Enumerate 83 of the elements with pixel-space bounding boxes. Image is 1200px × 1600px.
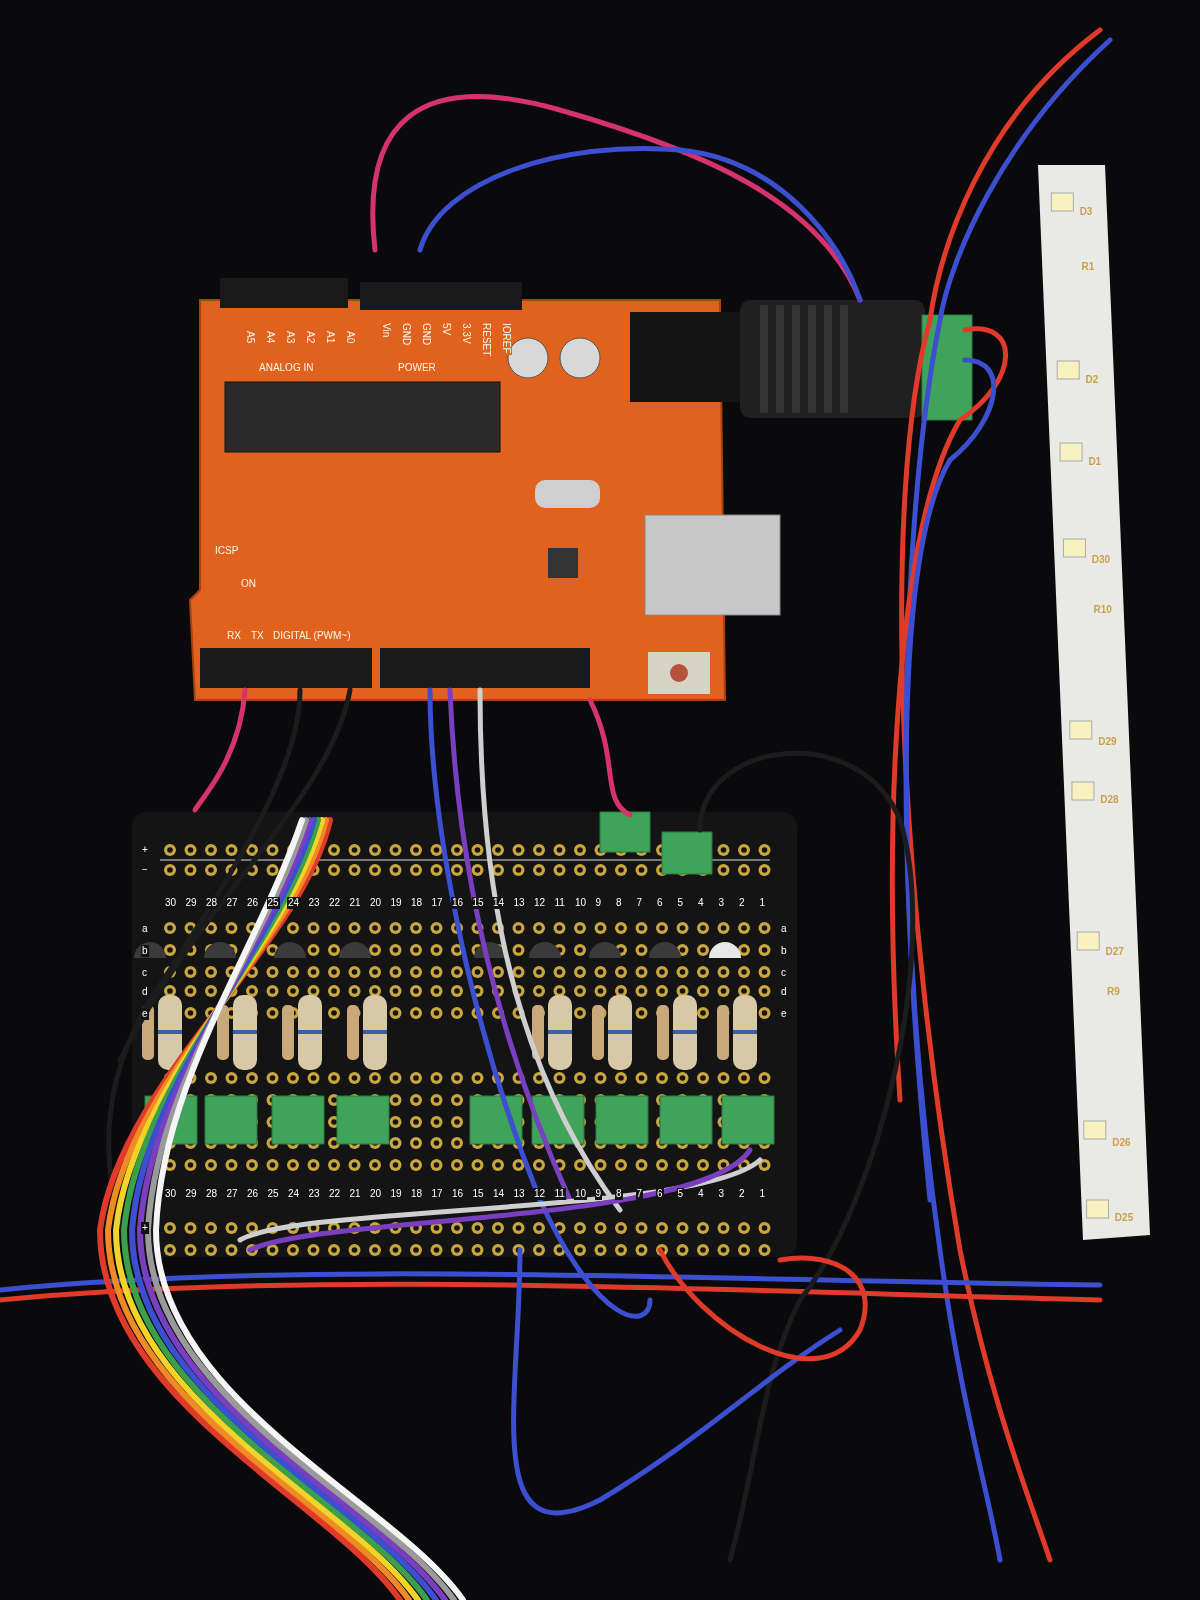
column-number: 26 — [246, 1188, 260, 1200]
pin-label: A4 — [264, 330, 276, 345]
row-letter: b — [141, 945, 149, 957]
column-number: 2 — [738, 897, 746, 909]
column-number: 10 — [574, 897, 588, 909]
column-number: 24 — [287, 897, 301, 909]
pin-label: 3.3V — [460, 322, 472, 345]
component-designator: R10 — [1093, 605, 1112, 615]
column-number: 20 — [369, 1188, 383, 1200]
component-designator: D27 — [1105, 947, 1124, 957]
column-number: 3 — [717, 897, 726, 909]
pin-label: Vin — [380, 322, 392, 339]
column-number: 6 — [656, 1188, 664, 1200]
row-letter: d — [141, 986, 149, 998]
component-designator: D28 — [1100, 795, 1119, 805]
column-number: 7 — [635, 1188, 644, 1200]
pin-label: A5 — [244, 330, 256, 345]
rail-sign: + — [141, 1222, 149, 1234]
component-designator: D25 — [1114, 1213, 1134, 1223]
column-number: 3 — [717, 1188, 726, 1200]
column-number: 28 — [205, 897, 219, 909]
column-number: 8 — [615, 897, 623, 909]
component-designator: R1 — [1081, 262, 1095, 272]
column-number: 4 — [697, 1188, 705, 1200]
pin-label: A2 — [304, 330, 316, 345]
row-letter: c — [141, 967, 148, 979]
component-designator: D29 — [1098, 737, 1117, 747]
column-number: 30 — [164, 897, 178, 909]
row-letter: e — [780, 1008, 788, 1020]
column-number: 8 — [615, 1188, 623, 1200]
row-letter: a — [780, 923, 788, 935]
pin-label: RESET — [480, 322, 492, 358]
column-number: 24 — [287, 1188, 301, 1200]
row-letter: b — [780, 945, 788, 957]
column-number: 30 — [164, 1188, 178, 1200]
column-number: 9 — [594, 897, 603, 909]
column-number: 4 — [697, 897, 705, 909]
column-number: 12 — [533, 897, 547, 909]
row-letter: a — [141, 923, 149, 935]
column-number: 1 — [758, 897, 767, 909]
row-letter: e — [141, 1008, 149, 1020]
column-number: 14 — [492, 897, 506, 909]
row-letter: c — [780, 967, 787, 979]
column-number: 20 — [369, 897, 383, 909]
component-designator: D30 — [1091, 555, 1111, 565]
pin-label: RX — [226, 630, 242, 642]
column-number: 10 — [574, 1188, 588, 1200]
column-number: 22 — [328, 897, 342, 909]
pin-label: A0 — [344, 330, 356, 345]
section-label: POWER — [397, 362, 437, 374]
pin-label: GND — [400, 322, 412, 347]
column-number: 18 — [410, 897, 424, 909]
column-number: 5 — [676, 897, 685, 909]
column-number: 16 — [451, 897, 465, 909]
pin-label: GND — [420, 322, 432, 347]
column-number: 14 — [492, 1188, 506, 1200]
column-number: 6 — [656, 897, 664, 909]
section-label: DIGITAL (PWM~) — [272, 630, 352, 642]
component-designator: D2 — [1085, 375, 1099, 385]
pin-label: A1 — [324, 330, 336, 345]
indicator-label: ON — [240, 578, 257, 590]
component-designator: R9 — [1106, 987, 1120, 997]
column-number: 28 — [205, 1188, 219, 1200]
column-number: 16 — [451, 1188, 465, 1200]
component-designator: D26 — [1112, 1138, 1131, 1148]
column-number: 26 — [246, 897, 260, 909]
pin-label: 5V — [440, 322, 452, 337]
column-number: 1 — [758, 1188, 767, 1200]
component-designator: D3 — [1079, 207, 1093, 217]
column-number: 12 — [533, 1188, 547, 1200]
column-number: 2 — [738, 1188, 746, 1200]
section-label: ANALOG IN — [258, 362, 315, 374]
column-number: 9 — [594, 1188, 603, 1200]
column-number: 5 — [676, 1188, 685, 1200]
column-number: 22 — [328, 1188, 342, 1200]
column-number: 7 — [635, 897, 644, 909]
pin-label: A3 — [284, 330, 296, 345]
pin-label: TX — [250, 630, 265, 642]
pin-label: IOREF — [500, 322, 512, 355]
column-number: 18 — [410, 1188, 424, 1200]
row-letter: d — [780, 986, 788, 998]
section-label: ICSP — [214, 545, 240, 557]
component-designator: D1 — [1088, 457, 1102, 467]
